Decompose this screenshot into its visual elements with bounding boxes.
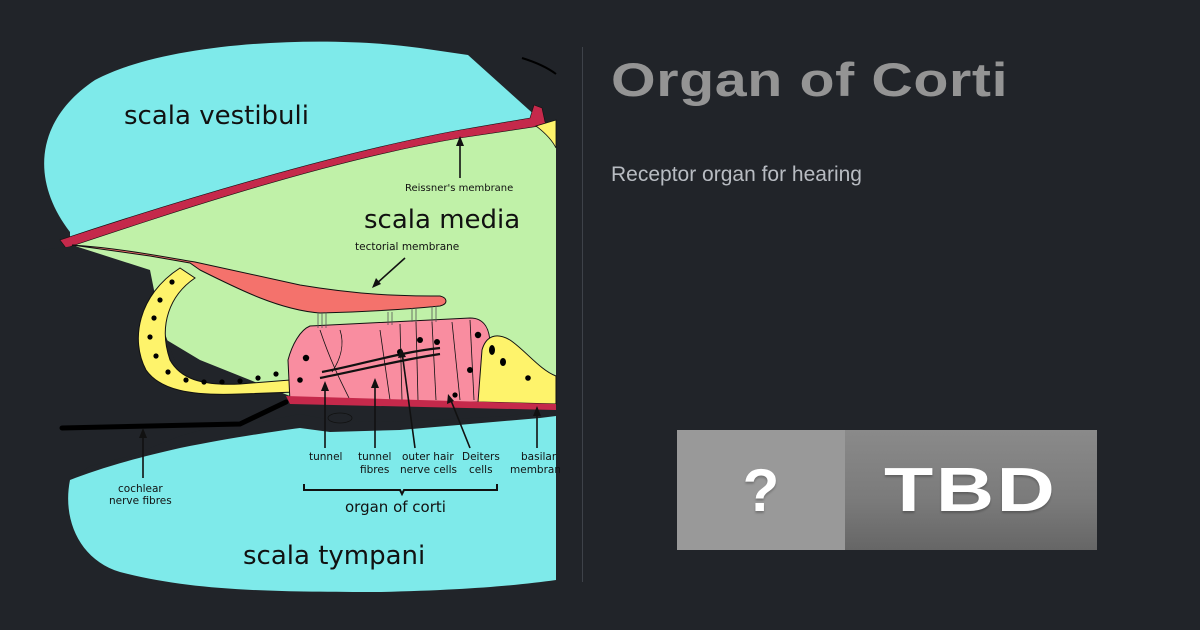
badge-question-mark: ? bbox=[677, 430, 845, 550]
label-reissners-membrane: Reissner's membrane bbox=[405, 183, 513, 194]
organ-of-corti-cells bbox=[287, 317, 491, 403]
label-tunnel: tunnel bbox=[309, 451, 342, 463]
hensen-cells bbox=[477, 335, 557, 405]
label-tunnel-fibres-line1: tunnel bbox=[358, 451, 391, 463]
inner-sulcus-cells bbox=[137, 267, 297, 395]
label-cochlear-line2: nerve fibres bbox=[109, 495, 172, 507]
badge-tbd-text: TBD bbox=[884, 455, 1058, 525]
page-title: Organ of Corti bbox=[611, 53, 1009, 106]
label-basilar-line2: membrane bbox=[510, 464, 560, 476]
label-tunnel-fibres-line2: fibres bbox=[360, 464, 389, 476]
label-scala-media: scala media bbox=[364, 205, 520, 235]
diagram-svg: scala vestibuli scala media scala tympan… bbox=[40, 41, 560, 592]
scala-vestibuli-region bbox=[44, 41, 541, 240]
label-cochlear-line1: cochlear bbox=[118, 483, 163, 495]
status-badge: ? TBD bbox=[677, 430, 1097, 550]
basilar-membrane bbox=[286, 396, 556, 410]
label-deiters-line1: Deiters bbox=[462, 451, 500, 463]
label-organ-of-corti: organ of corti bbox=[345, 498, 446, 516]
badge-tbd: TBD bbox=[845, 430, 1097, 550]
label-basilar-line1: basilar bbox=[521, 451, 557, 463]
label-outer-hair-line2: nerve cells bbox=[400, 464, 457, 476]
organ-of-corti-diagram: scala vestibuli scala media scala tympan… bbox=[0, 0, 560, 630]
page-subtitle: Receptor organ for hearing bbox=[611, 163, 862, 186]
label-outer-hair-line1: outer hair bbox=[402, 451, 454, 463]
tectorial-membrane bbox=[71, 244, 447, 314]
scala-tympani-region bbox=[68, 416, 556, 592]
label-scala-tympani: scala tympani bbox=[243, 541, 425, 571]
label-tectorial-membrane: tectorial membrane bbox=[355, 241, 459, 253]
spiral-lamina bbox=[40, 246, 556, 480]
label-scala-vestibuli: scala vestibuli bbox=[124, 101, 309, 131]
vertical-divider bbox=[582, 47, 583, 582]
label-deiters-line2: cells bbox=[469, 464, 493, 476]
